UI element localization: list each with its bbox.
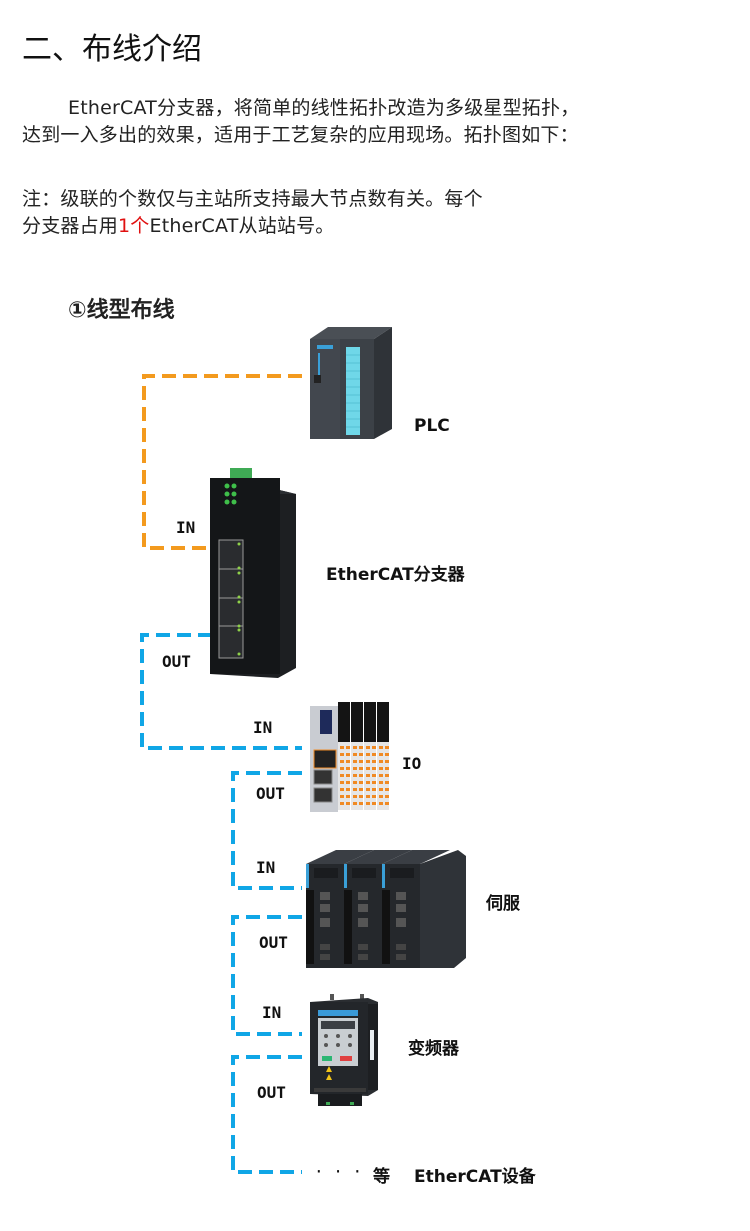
diagram-subtitle: ①线型布线 [68, 298, 175, 323]
note-text-pre: 分支器占用 [22, 215, 119, 237]
branch-out-label: OUT [162, 652, 191, 671]
servo-label: 伺服 [486, 894, 520, 914]
plc-icon [304, 325, 392, 440]
inverter-icon [308, 994, 378, 1106]
blue-wire-io-to-servo [231, 771, 302, 890]
intro-line-1: EtherCAT分支器，将简单的线性拓扑改造为多级星型拓扑， [68, 97, 580, 119]
note-line-2: 分支器占用1个EtherCAT从站站号。 [22, 213, 483, 240]
note-text-post: EtherCAT从站站号。 [149, 215, 335, 237]
note-line-1: 注：级联的个数仅与主站所支持最大节点数有关。每个 [22, 188, 483, 210]
io-label: IO [402, 754, 422, 773]
section-title: 二、布线介绍 [22, 32, 202, 67]
intro-line-2: 达到一入多出的效果，适用于工艺复杂的应用现场。拓扑图如下： [22, 124, 579, 146]
servo-in-label: IN [256, 858, 276, 877]
blue-wire-branch-to-io [140, 633, 302, 750]
etc-label: 等 [373, 1167, 390, 1187]
io-in-label: IN [253, 718, 273, 737]
blue-wire-servo-to-vfd [231, 915, 302, 1036]
vfd-out-label: OUT [257, 1083, 286, 1102]
servo-out-label: OUT [259, 933, 288, 952]
io-out-label: OUT [256, 784, 285, 803]
ethercat-branch-icon [206, 468, 298, 678]
branch-in-label: IN [176, 518, 196, 537]
servo-drive-icon [302, 846, 472, 968]
branch-label: EtherCAT分支器 [326, 565, 465, 585]
intro-paragraph: EtherCAT分支器，将简单的线性拓扑改造为多级星型拓扑， 达到一入多出的效果… [22, 95, 579, 149]
plc-label: PLC [414, 416, 450, 436]
note-paragraph: 注：级联的个数仅与主站所支持最大节点数有关。每个 分支器占用1个EtherCAT… [22, 186, 483, 240]
etc-devices-label: EtherCAT设备 [414, 1167, 536, 1187]
io-module-icon [306, 698, 394, 812]
ellipsis: · · · [314, 1162, 363, 1181]
vfd-in-label: IN [262, 1003, 282, 1022]
orange-wire-plc-to-branch [142, 374, 302, 550]
blue-wire-vfd-to-more [231, 1055, 302, 1174]
note-highlight: 1个 [118, 215, 150, 237]
inverter-label: 变频器 [408, 1039, 459, 1059]
